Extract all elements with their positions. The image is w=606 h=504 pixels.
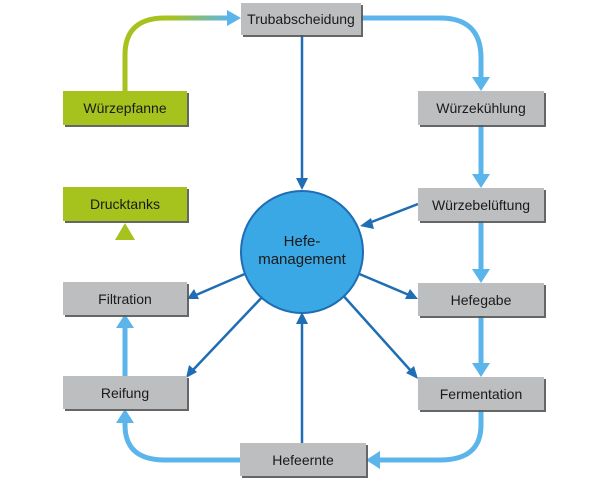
arrow-hefeernte-to-hub: [296, 312, 308, 443]
arrow-trubabscheidung-to-wuerzekuehlung: [361, 15, 490, 91]
node-label-drucktanks: Drucktanks: [90, 196, 160, 212]
hub-radial-arrows: [186, 35, 419, 443]
node-wuerzebelueftung: Würzebelüftung: [418, 188, 544, 221]
arrow-hub-to-fermentation: [339, 291, 418, 379]
arrow-hub-to-reifung: [186, 292, 267, 378]
arrow-wuerzebelueftung-to-hefegabe: [472, 221, 490, 283]
node-label-hefegabe: Hefegabe: [451, 292, 512, 308]
node-label-wuerzekuehlung: Würzekühlung: [436, 100, 526, 116]
arrow-trubabscheidung-to-hub: [296, 35, 308, 190]
node-label-filtration: Filtration: [98, 291, 152, 307]
node-hefegabe: Hefegabe: [418, 283, 544, 316]
arrow-hefeernte-to-reifung: [116, 409, 240, 463]
node-filtration: Filtration: [63, 282, 187, 315]
arrow-hefegabe-to-fermentation: [472, 316, 490, 377]
node-label-reifung: Reifung: [101, 385, 149, 401]
arrow-filtration-to-drucktanks: [115, 223, 135, 282]
arrow-fermentation-to-hefeernte: [366, 410, 484, 469]
arrow-hub-to-hefegabe: [356, 271, 418, 299]
arrow-wuerzepfanne-to-trubabscheidung: [122, 10, 241, 91]
node-wuerzepfanne: Würzepfanne: [63, 91, 187, 125]
arrow-wuerzekuehlung-to-wuerzebelueftung: [472, 125, 490, 188]
node-label-fermentation: Fermentation: [440, 386, 522, 402]
hub-hefemanagement: Hefe- management: [240, 190, 364, 314]
node-drucktanks: Drucktanks: [63, 187, 187, 221]
node-label-wuerzebelueftung: Würzebelüftung: [432, 197, 530, 213]
node-fermentation: Fermentation: [418, 377, 544, 410]
node-trubabscheidung: Trubabscheidung: [241, 3, 361, 35]
arrow-hub-to-filtration: [187, 271, 248, 299]
node-label-trubabscheidung: Trubabscheidung: [247, 11, 355, 27]
hub-label-line2: management: [258, 251, 346, 268]
node-label-wuerzepfanne: Würzepfanne: [83, 100, 166, 116]
process-flow-arrows: [115, 10, 490, 469]
arrow-wuerzebelueftung-to-hub: [360, 202, 419, 229]
node-label-hefeernte: Hefeernte: [272, 452, 334, 468]
arrow-reifung-to-filtration: [116, 314, 134, 376]
node-wuerzekuehlung: Würzekühlung: [418, 91, 544, 125]
node-reifung: Reifung: [63, 376, 187, 409]
node-hefeernte: Hefeernte: [240, 443, 366, 476]
hub-label-line1: Hefe-: [284, 233, 321, 250]
